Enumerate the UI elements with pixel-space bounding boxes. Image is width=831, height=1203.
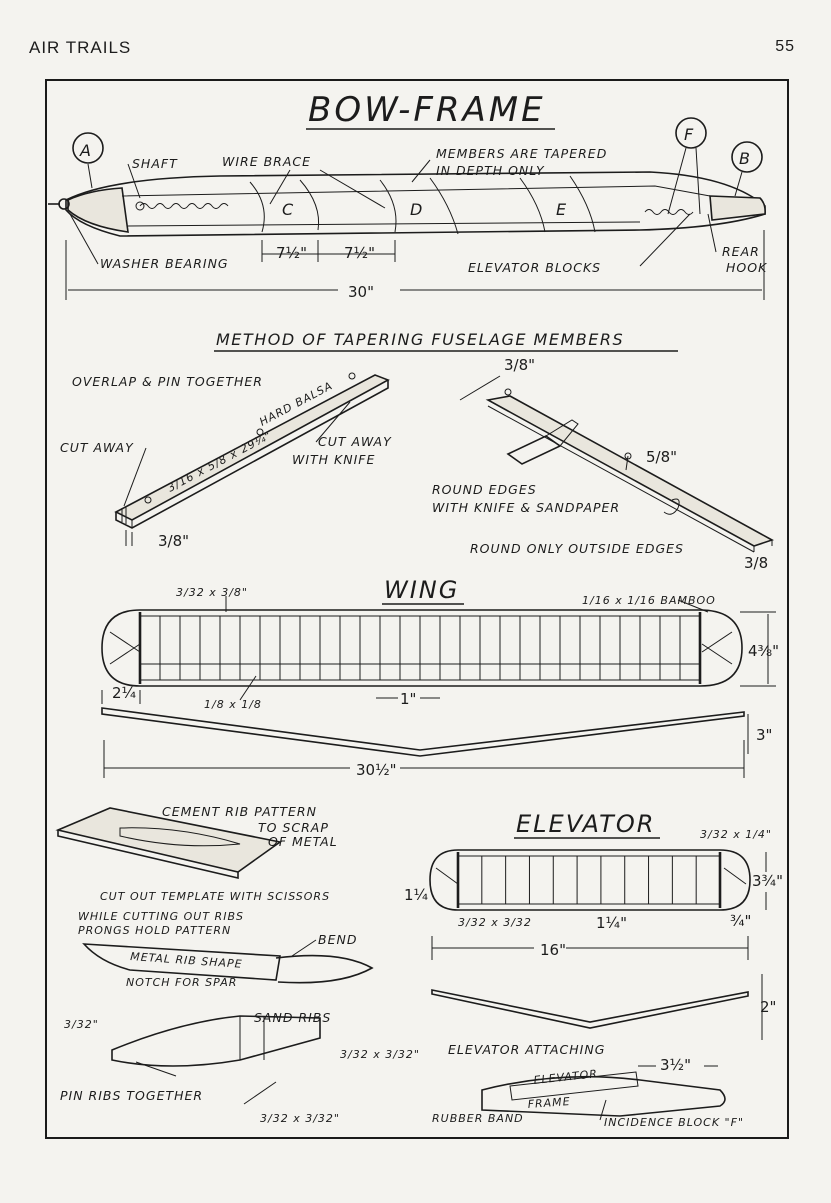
attaching-elevator-label: ELEVATOR xyxy=(533,1067,599,1087)
wing-ribs xyxy=(159,616,681,680)
pin-size-label: 3/32 x 3/32" xyxy=(260,1112,340,1125)
washer-bearing-label: WASHER BEARING xyxy=(100,256,229,271)
bow-frame-section: BOW-FRAME A F B SHAFT WIRE xyxy=(48,90,768,301)
svg-text:F: F xyxy=(684,125,695,144)
wing-rib-spacing: 1" xyxy=(400,690,416,708)
shaft-label: SHAFT xyxy=(132,156,178,171)
dim-end: 3/8 xyxy=(744,554,768,572)
marker-b xyxy=(731,141,763,173)
wing-rib-size: 1/8 x 1/8 xyxy=(204,698,262,711)
pin-ribs-label: PIN RIBS TOGETHER xyxy=(60,1088,203,1103)
wing-tip: 2¼ xyxy=(112,684,137,702)
stack-dim: 3/32" xyxy=(64,1018,99,1031)
rubber-motor xyxy=(139,203,229,209)
attaching-title: ELEVATOR ATTACHING xyxy=(448,1042,605,1057)
dim-three-eighths: 3/8" xyxy=(158,532,189,550)
bay-d: D xyxy=(410,200,424,219)
wing-spar-size: 3/32 x 3/8" xyxy=(176,586,248,599)
elevator-tip: 1¼ xyxy=(404,886,429,904)
curl-arrow-icon xyxy=(663,498,680,515)
tail-block xyxy=(709,195,766,221)
of-metal-label: OF METAL xyxy=(268,834,338,849)
notch-label: NOTCH FOR SPAR xyxy=(126,976,237,989)
depth-only-label: IN DEPTH ONLY xyxy=(436,163,545,178)
overlap-label: OVERLAP & PIN TOGETHER xyxy=(72,374,263,389)
svg-text:B: B xyxy=(739,149,751,168)
svg-text:A: A xyxy=(79,141,92,160)
metal-rib-template xyxy=(82,943,281,981)
rear-label: REAR xyxy=(722,244,760,259)
to-scrap-label: TO SCRAP xyxy=(258,820,329,835)
dim-top: 3/8" xyxy=(504,356,535,374)
dim-spacing-2: 7½" xyxy=(344,244,375,262)
elevator-front-view xyxy=(431,989,749,1029)
bow-frame-title: BOW-FRAME xyxy=(308,90,546,130)
wire-brace-label: WIRE BRACE xyxy=(222,154,311,169)
elevator-section: ELEVATOR 3/32 x 1/4" 3¾" 1¼ 3/32 x 3/32 … xyxy=(404,810,783,1040)
tapered-member xyxy=(485,395,774,547)
attaching-frame-label: FRAME xyxy=(527,1095,571,1111)
tapering-title: METHOD OF TAPERING FUSELAGE MEMBERS xyxy=(216,330,624,349)
bay-c: C xyxy=(282,200,295,219)
elevator-span: 16" xyxy=(540,941,566,959)
while-cutting-label: WHILE CUTTING OUT RIBS xyxy=(78,910,244,923)
elevator-rib-size: 3/32 x 3/32 xyxy=(458,916,532,929)
cut-out-label: CUT OUT TEMPLATE WITH SCISSORS xyxy=(100,890,330,903)
drawing-plate xyxy=(45,79,789,1139)
hook-label: HOOK xyxy=(726,260,768,275)
members-tapered-label: MEMBERS ARE TAPERED xyxy=(436,146,607,161)
cut-away-knife-label-2: WITH KNIFE xyxy=(292,452,375,467)
elevator-chord: 3¾" xyxy=(752,872,783,890)
rib-pattern xyxy=(119,827,241,847)
elevator-outline xyxy=(429,849,751,911)
page-number: 55 xyxy=(775,38,795,55)
dim-overall-length: 30" xyxy=(348,283,374,301)
wing-title: WING xyxy=(384,576,459,604)
cut-away-knife-label-1: CUT AWAY xyxy=(318,434,392,449)
wing-front-view xyxy=(101,707,745,757)
elevator-blocks-label: ELEVATOR BLOCKS xyxy=(468,260,601,275)
cut-away-label: CUT AWAY xyxy=(60,440,134,455)
magazine-title: AIR TRAILS xyxy=(29,38,132,57)
elevator-dihedral: 2" xyxy=(760,998,776,1016)
tapering-section: METHOD OF TAPERING FUSELAGE MEMBERS OVER… xyxy=(60,330,774,572)
elevator-ribs xyxy=(481,856,697,904)
cement-label: CEMENT RIB PATTERN xyxy=(162,804,317,819)
elevator-edge-dim: ¾" xyxy=(730,912,751,930)
attaching-dim: 3½" xyxy=(660,1056,691,1074)
round-edges-label-2: WITH KNIFE & SANDPAPER xyxy=(432,500,620,515)
elevator-rib-spacing: 1¼" xyxy=(596,914,627,932)
stock-size-label: 3/16 x 5/8 x 29¼" xyxy=(165,429,274,495)
wing-chord: 4⅜" xyxy=(748,642,779,660)
bay-e: E xyxy=(556,200,568,219)
prongs-label: PRONGS HOLD PATTERN xyxy=(78,924,231,937)
dim-five-eighths: 5/8" xyxy=(646,448,677,466)
wing-span: 30½" xyxy=(356,761,397,779)
template-section: CEMENT RIB PATTERN TO SCRAP OF METAL CUT… xyxy=(55,804,420,1125)
sand-ribs-label: SAND RIBS xyxy=(254,1010,331,1025)
wing-outline xyxy=(101,609,743,687)
round-outside-label: ROUND ONLY OUTSIDE EDGES xyxy=(470,541,684,556)
round-edges-label-1: ROUND EDGES xyxy=(432,482,537,497)
attaching-section: ELEVATOR ATTACHING 3½" ELEVATOR FRAME RU… xyxy=(432,1042,744,1129)
attaching-frame xyxy=(481,1075,726,1117)
wing-bamboo-label: 1/16 x 1/16 BAMBOO xyxy=(582,594,716,607)
rib-stock-size: 3/32 x 3/32" xyxy=(340,1048,420,1061)
marker-f xyxy=(675,117,707,149)
rubber-band-label: RUBBER BAND xyxy=(432,1112,524,1125)
knife-icon xyxy=(506,435,562,465)
marker-a xyxy=(72,132,104,164)
elevator-title: ELEVATOR xyxy=(516,810,655,838)
metal-scrap xyxy=(55,807,282,873)
incidence-label: INCIDENCE BLOCK "F" xyxy=(604,1116,744,1129)
elevator-spar-size: 3/32 x 1/4" xyxy=(700,828,772,841)
bend-label: BEND xyxy=(318,932,357,947)
wing-dihedral: 3" xyxy=(756,726,772,744)
dim-spacing-1: 7½" xyxy=(276,244,307,262)
wing-section: WING 3/32 x 3/8" 1/16 x 1/16 BAMBOO 4⅜" … xyxy=(101,576,779,779)
nose-block xyxy=(67,187,129,233)
rib-blank xyxy=(275,954,374,984)
